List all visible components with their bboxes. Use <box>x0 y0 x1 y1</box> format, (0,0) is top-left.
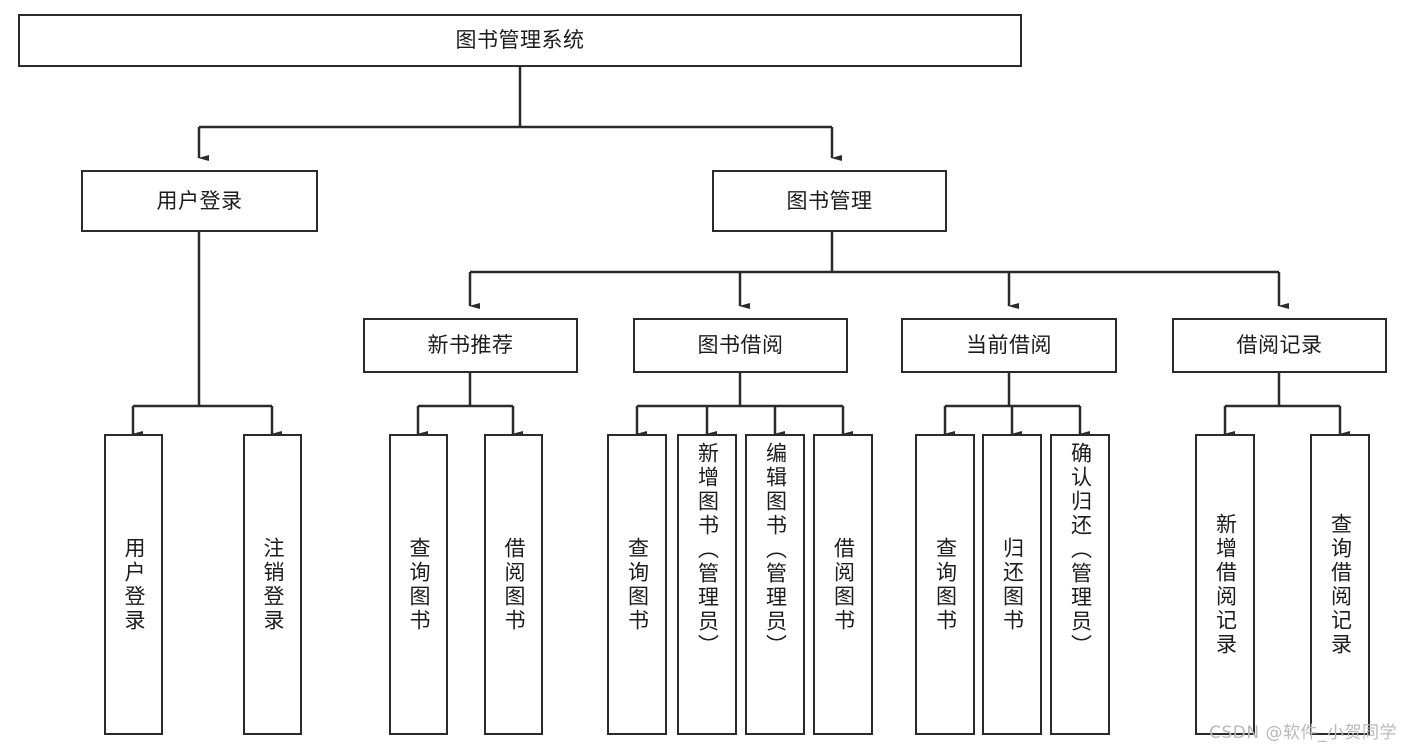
node-leaf-add-record[interactable]: 新增借阅记录 <box>1195 434 1255 735</box>
node-leaf-query-book-1[interactable]: 查询图书 <box>389 434 448 735</box>
node-leaf-confirm-return-label: 确认归还（管理员） <box>1068 442 1093 658</box>
node-leaf-query-book-3-label: 查询图书 <box>933 536 958 633</box>
node-root[interactable]: 图书管理系统 <box>18 14 1022 67</box>
node-user-login-label: 用户登录 <box>156 188 243 213</box>
node-leaf-return-book[interactable]: 归还图书 <box>982 434 1042 735</box>
node-leaf-logout-label: 注销登录 <box>261 536 285 633</box>
node-new-book-rec[interactable]: 新书推荐 <box>363 318 578 373</box>
node-book-borrow-label: 图书借阅 <box>697 333 784 358</box>
node-leaf-logout[interactable]: 注销登录 <box>243 434 302 735</box>
node-leaf-query-record[interactable]: 查询借阅记录 <box>1310 434 1370 735</box>
node-leaf-edit-book[interactable]: 编辑图书（管理员） <box>745 434 805 735</box>
node-new-book-rec-label: 新书推荐 <box>427 333 514 358</box>
node-leaf-confirm-return[interactable]: 确认归还（管理员） <box>1050 434 1110 735</box>
node-leaf-query-record-label: 查询借阅记录 <box>1328 512 1353 657</box>
node-leaf-add-book-label: 新增图书（管理员） <box>695 442 720 658</box>
node-leaf-query-book-2-label: 查询图书 <box>625 536 650 633</box>
node-root-label: 图书管理系统 <box>455 28 585 53</box>
node-leaf-user-login[interactable]: 用户登录 <box>104 434 163 735</box>
node-borrow-record-label: 借阅记录 <box>1236 333 1323 358</box>
csdn-watermark: CSDN @软件_小贺同学 <box>1209 723 1397 743</box>
node-leaf-borrow-book-2-label: 借阅图书 <box>831 536 856 633</box>
node-leaf-borrow-book-2[interactable]: 借阅图书 <box>813 434 873 735</box>
node-leaf-borrow-book-1[interactable]: 借阅图书 <box>484 434 543 735</box>
node-borrow-record[interactable]: 借阅记录 <box>1172 318 1387 373</box>
node-leaf-return-book-label: 归还图书 <box>1000 536 1025 633</box>
node-user-login[interactable]: 用户登录 <box>81 170 318 232</box>
node-leaf-user-login-label: 用户登录 <box>122 536 146 633</box>
node-book-manage[interactable]: 图书管理 <box>712 170 947 232</box>
node-leaf-query-book-1-label: 查询图书 <box>407 536 431 633</box>
node-leaf-add-book[interactable]: 新增图书（管理员） <box>677 434 737 735</box>
node-leaf-add-record-label: 新增借阅记录 <box>1213 512 1238 657</box>
node-leaf-query-book-2[interactable]: 查询图书 <box>607 434 667 735</box>
node-leaf-edit-book-label: 编辑图书（管理员） <box>763 442 788 658</box>
node-current-borrow[interactable]: 当前借阅 <box>901 318 1117 373</box>
node-book-manage-label: 图书管理 <box>786 188 873 213</box>
node-leaf-query-book-3[interactable]: 查询图书 <box>915 434 975 735</box>
node-book-borrow[interactable]: 图书借阅 <box>633 318 848 373</box>
node-current-borrow-label: 当前借阅 <box>966 333 1052 358</box>
node-leaf-borrow-book-1-label: 借阅图书 <box>502 536 526 633</box>
